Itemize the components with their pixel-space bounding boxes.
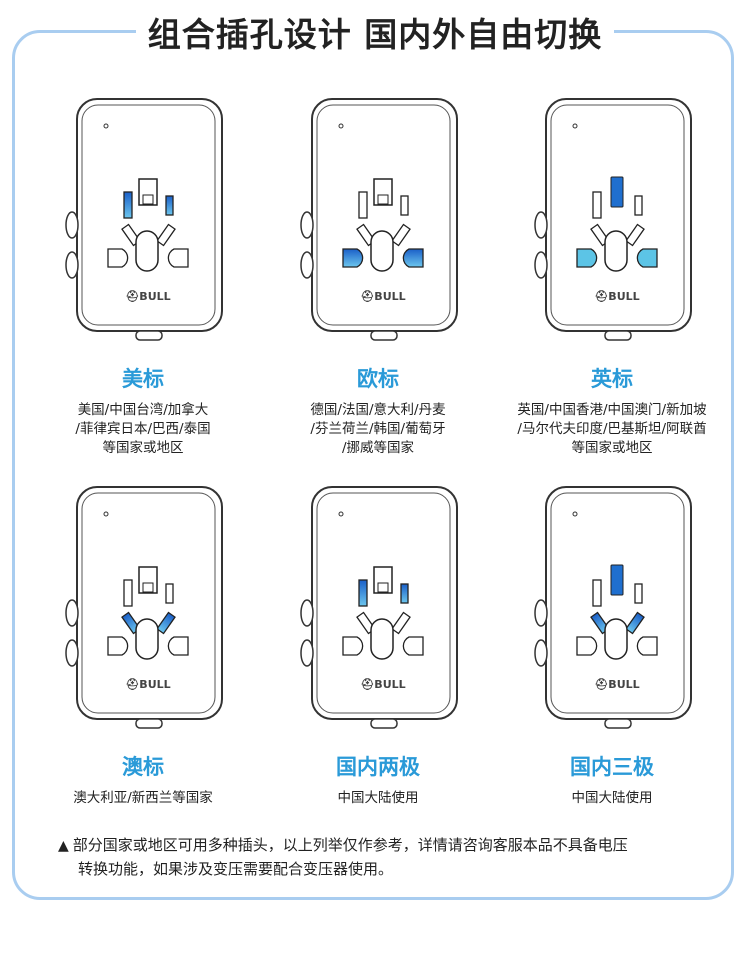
adapter-illustration: ⛑BULL (300, 98, 458, 341)
brand-logo: ⛑BULL (594, 290, 639, 303)
plug-countries: 中国大陆使用 (494, 789, 730, 808)
plug-countries: 美国/中国台湾/加拿大/菲律宾日本/巴西/泰国等国家或地区 (25, 401, 261, 458)
warning-icon: ▲ (58, 838, 69, 854)
brand-logo: ⛑BULL (125, 290, 170, 303)
plug-card: ⛑BULL 美标 美国/中国台湾/加拿大/菲律宾日本/巴西/泰国等国家或地区 (25, 95, 261, 458)
adapter-illustration: ⛑BULL (65, 486, 223, 729)
country-line: 中国大陆使用 (571, 790, 653, 806)
plug-card: ⛑BULL 欧标 德国/法国/意大利/丹麦/芬兰荷兰/韩国/葡萄牙/挪威等国家 (260, 95, 496, 458)
brand-logo: ⛑BULL (594, 678, 639, 691)
adapter-illustration: ⛑BULL (300, 486, 458, 729)
plug-type-label: 英标 (591, 367, 633, 391)
plug-type-label: 美标 (122, 367, 164, 391)
plug-card: ⛑BULL 国内三极 中国大陆使用 (494, 483, 730, 808)
brand-logo: ⛑BULL (360, 678, 405, 691)
plug-type-label: 欧标 (357, 367, 399, 391)
plug-countries: 英国/中国香港/中国澳门/新加坡/马尔代夫印度/巴基斯坦/阿联酋等国家或地区 (494, 401, 730, 458)
title-text: 组合插孔设计 国内外自由切换 (135, 15, 615, 54)
adapter-illustration: ⛑BULL (65, 98, 223, 341)
country-line: 等国家或地区 (571, 440, 653, 456)
plug-countries: 德国/法国/意大利/丹麦/芬兰荷兰/韩国/葡萄牙/挪威等国家 (260, 401, 496, 458)
country-line: 中国大陆使用 (337, 790, 419, 806)
brand-logo: ⛑BULL (125, 678, 170, 691)
country-line: /芬兰荷兰/韩国/葡萄牙 (310, 421, 446, 437)
plug-countries: 中国大陆使用 (260, 789, 496, 808)
note-line-2: 转换功能，如果涉及变压需要配合变压器使用。 (78, 860, 394, 878)
country-line: /挪威等国家 (341, 440, 415, 456)
plug-countries: 澳大利亚/新西兰等国家 (25, 789, 261, 808)
country-line: 等国家或地区 (102, 440, 184, 456)
plug-type-label: 澳标 (122, 755, 164, 779)
country-line: 澳大利亚/新西兰等国家 (73, 790, 213, 806)
adapter-illustration: ⛑BULL (534, 98, 692, 341)
note-line-1: 部分国家或地区可用多种插头，以上列举仅作参考，详情请咨询客服本品不具备电压 (72, 836, 628, 854)
adapter-illustration: ⛑BULL (534, 486, 692, 729)
country-line: 美国/中国台湾/加拿大 (77, 402, 209, 418)
plug-type-label: 国内三极 (570, 755, 654, 779)
plug-type-label: 国内两极 (336, 755, 420, 779)
page-title: 组合插孔设计 国内外自由切换 (0, 8, 750, 56)
brand-logo: ⛑BULL (360, 290, 405, 303)
country-line: 英国/中国香港/中国澳门/新加坡 (517, 402, 707, 418)
plug-card: ⛑BULL 澳标 澳大利亚/新西兰等国家 (25, 483, 261, 808)
country-line: /马尔代夫印度/巴基斯坦/阿联酋 (517, 421, 707, 437)
warning-note: ▲部分国家或地区可用多种插头，以上列举仅作参考，详情请咨询客服本品不具备电压 转… (58, 834, 708, 881)
country-line: 德国/法国/意大利/丹麦 (310, 402, 446, 418)
plug-card: ⛑BULL 英标 英国/中国香港/中国澳门/新加坡/马尔代夫印度/巴基斯坦/阿联… (494, 95, 730, 458)
country-line: /菲律宾日本/巴西/泰国 (75, 421, 211, 437)
plug-card: ⛑BULL 国内两极 中国大陆使用 (260, 483, 496, 808)
